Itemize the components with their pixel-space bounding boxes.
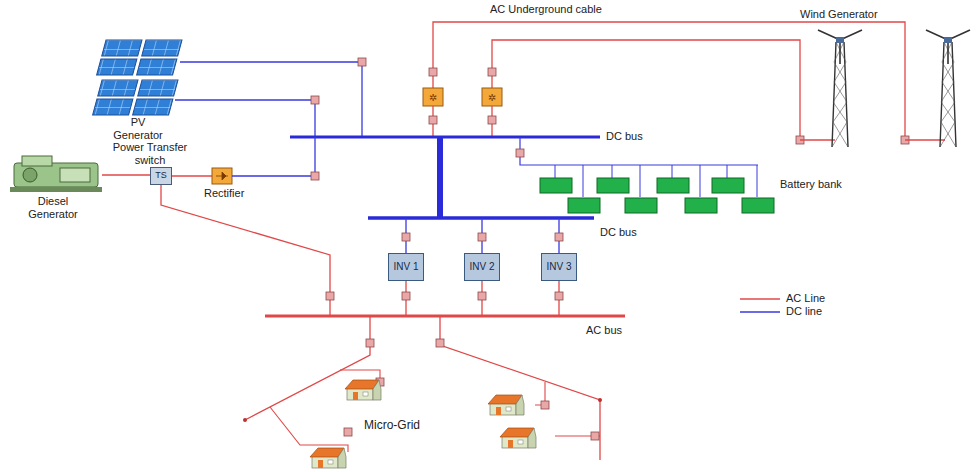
box-text: TS (155, 171, 167, 180)
component-label: Wind Generator (800, 8, 878, 21)
box-text: INV 1 (393, 262, 418, 273)
component-label: AC Underground cable (490, 3, 602, 16)
component-label: DC bus (600, 226, 637, 239)
svg-text:✲: ✲ (488, 92, 496, 103)
component-label: DC bus (606, 130, 643, 143)
component-label: Diesel Generator (22, 195, 84, 220)
component-label: Power Transfer switch (108, 141, 192, 166)
box-text: INV 2 (469, 262, 494, 273)
component-label: Rectifier (204, 187, 244, 200)
component-label: Micro-Grid (364, 419, 420, 433)
component-label: Battery bank (780, 178, 842, 191)
inverter-box: INV 1 (388, 253, 424, 281)
legend-text: AC Line (786, 292, 825, 305)
component-label: PV Generator (108, 116, 168, 141)
legend-text: DC line (786, 305, 822, 318)
box-text: INV 3 (546, 262, 571, 273)
svg-text:✲: ✲ (429, 92, 437, 103)
component-label: AC bus (586, 324, 622, 337)
inverter-box: INV 3 (541, 253, 577, 281)
inverter-box: INV 2 (464, 253, 500, 281)
transfer-switch: TS (150, 167, 172, 185)
